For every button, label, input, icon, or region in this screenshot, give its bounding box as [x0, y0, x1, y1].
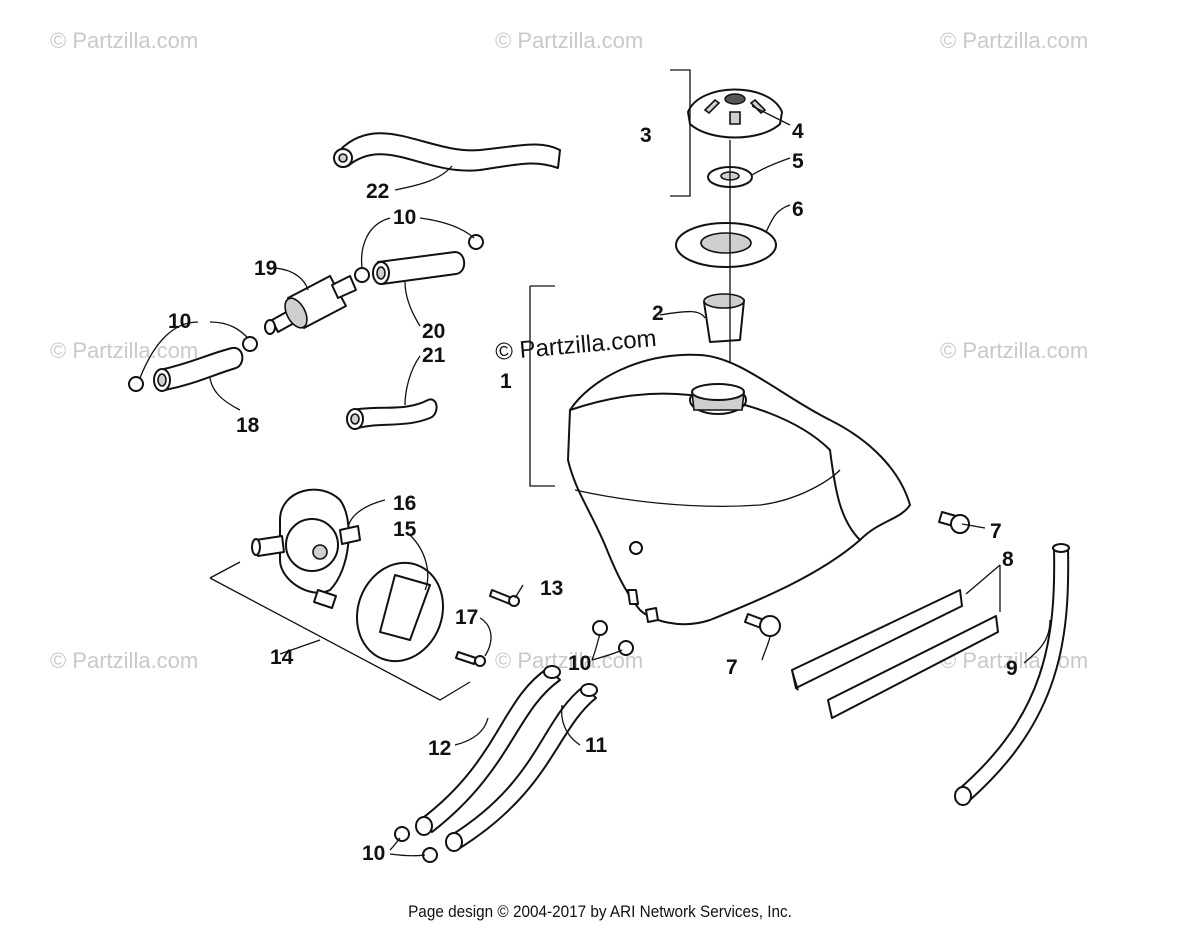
callout-21: 21	[422, 344, 446, 367]
callout-18: 18	[236, 414, 260, 437]
ring-6	[675, 222, 777, 268]
watermark-text: © Partzilla.com	[50, 338, 198, 363]
watermark-text: © Partzilla.com	[940, 28, 1088, 53]
hose-12	[415, 665, 561, 836]
hose-22	[333, 132, 561, 172]
footer-copyright: Page design © 2004-2017 by ARI Network S…	[408, 902, 792, 921]
fuel-filter-19	[264, 275, 357, 335]
screw-17	[455, 651, 486, 667]
callout-12: 12	[428, 737, 451, 760]
callout-15: 15	[393, 518, 417, 541]
callout-10-left: 10	[168, 310, 191, 333]
callout-11: 11	[585, 734, 608, 757]
callout-7-upper: 7	[990, 520, 1002, 543]
callout-16: 16	[393, 492, 416, 515]
callout-6: 6	[792, 198, 804, 221]
fuel-valve-16	[251, 488, 361, 609]
callout-19: 19	[254, 257, 277, 280]
callout-14: 14	[270, 646, 294, 669]
watermark-text: © Partzilla.com	[50, 28, 198, 53]
hose-20	[372, 251, 466, 285]
fuel-tank-1	[567, 353, 911, 626]
bolts-7	[744, 511, 970, 637]
valve-knob-15	[355, 561, 445, 663]
callout-9: 9	[1006, 657, 1018, 680]
callout-10-top: 10	[393, 206, 416, 229]
callout-2: 2	[652, 302, 664, 325]
vent-hose-9	[954, 543, 1070, 806]
strainer-2	[703, 293, 745, 343]
fuel-cap-4	[687, 88, 783, 139]
callout-10-center: 10	[568, 652, 591, 675]
callout-4: 4	[792, 120, 804, 143]
leader-lines	[139, 69, 1051, 857]
callout-5: 5	[792, 150, 804, 173]
callout-8: 8	[1002, 548, 1014, 571]
hose-11	[445, 683, 598, 852]
hose-clamps-10	[128, 234, 634, 863]
watermarks: © Partzilla.com © Partzilla.com © Partzi…	[50, 28, 1088, 673]
callout-10-bottom: 10	[362, 842, 385, 865]
screw-13	[489, 589, 520, 607]
center-watermark: © Partzilla.com	[494, 325, 657, 366]
callout-13: 13	[540, 577, 563, 600]
callout-20: 20	[422, 320, 445, 343]
callout-3: 3	[640, 124, 652, 147]
watermark-text: © Partzilla.com	[495, 28, 643, 53]
pads-8	[791, 589, 999, 719]
callout-7-lower: 7	[726, 656, 738, 679]
callout-22: 22	[366, 180, 389, 203]
hose-18	[153, 346, 244, 392]
watermark-text: © Partzilla.com	[940, 338, 1088, 363]
callout-1: 1	[500, 370, 512, 393]
watermark-text: © Partzilla.com	[50, 648, 198, 673]
watermark-text: © Partzilla.com	[940, 648, 1088, 673]
callout-numbers: 1 2 3 4 5 6 7 7 8 9 10 10 10 10 11 12 13…	[168, 120, 1018, 865]
hose-21	[346, 398, 438, 430]
callout-17: 17	[455, 606, 478, 629]
